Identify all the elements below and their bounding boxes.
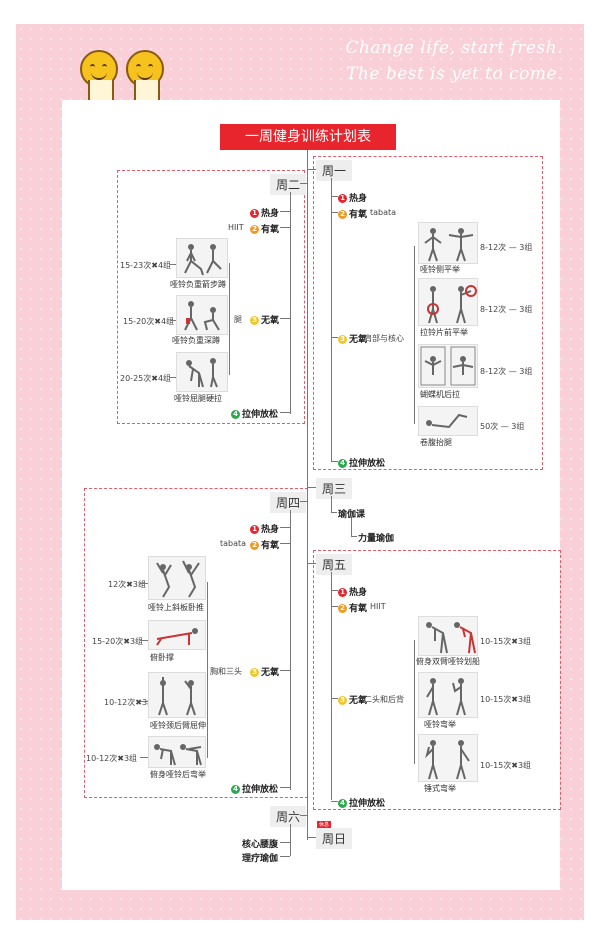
day-label-sat: 周六	[270, 806, 307, 827]
friday-box	[313, 550, 561, 810]
mon-cardio-detail: tabata	[370, 208, 397, 217]
thu-ex1-name: 哑铃上斜板卧推	[148, 603, 204, 612]
fri-ex2-sets: 10-15次✖3组	[480, 695, 532, 704]
thu-ex1-sets: 12次✖3组	[108, 580, 146, 589]
bent-over-kickback-image	[148, 736, 206, 768]
fri-strength-detail: 二头和后背	[364, 695, 404, 704]
fri-ex1-sets: 10-15次✖3组	[480, 637, 532, 646]
overhead-extension-image	[148, 672, 206, 718]
dumbbell-curl-image	[418, 672, 478, 718]
tue-cardio-detail: HIIT	[228, 223, 244, 232]
tue-ex3-sets: 20-25次✖4组	[120, 374, 172, 383]
push-up-image	[148, 620, 206, 650]
thu-ex2-name: 俯卧撑	[150, 653, 174, 662]
fri-ex2-name: 哑铃弯举	[424, 720, 456, 729]
lateral-raise-image	[418, 222, 478, 264]
stiff-leg-deadlift-image	[176, 352, 228, 392]
tue-ex3-name: 哑铃屈腿硬拉	[174, 394, 222, 403]
slogan-line-1: Change life, start fresh.	[345, 38, 563, 58]
mon-strength-detail: 肩部与核心	[364, 334, 404, 343]
page-title: 一周健身训练计划表	[220, 124, 396, 150]
sat-item-1: 核心腰腹	[242, 840, 279, 850]
reverse-fly-machine-image	[418, 344, 478, 388]
mon-ex3-name: 蝴蝶机后拉	[420, 390, 460, 399]
wed-item-2: 力量瑜伽	[358, 534, 395, 544]
mon-ex4-sets: 50次 — 3组	[480, 422, 525, 431]
fri-ex1-name: 俯身双臂哑铃划船	[416, 657, 480, 666]
sat-item-2: 理疗瑜伽	[242, 854, 279, 864]
thu-ex4-name: 俯身哑铃后弯举	[150, 770, 206, 779]
mon-ex2-name: 拉铃片前平举	[420, 328, 468, 337]
mon-ex3-sets: 8-12次 — 3组	[480, 367, 533, 376]
thu-ex3-name: 哑铃颈后臂屈伸	[150, 721, 206, 730]
squat-exercise-image	[176, 295, 228, 335]
slogan-line-2: The best is yet to come.	[346, 64, 563, 84]
fri-ex3-sets: 10-15次✖3组	[480, 761, 532, 770]
day-label-sun: 周日	[316, 828, 353, 849]
tue-ex1-name: 哑铃负重箭步蹲	[170, 280, 226, 289]
crunch-leg-raise-image	[418, 406, 478, 436]
day-label-fri: 周五	[316, 554, 353, 575]
central-spine	[307, 150, 308, 840]
tue-ex1-sets: 15-23次✖4组	[120, 261, 172, 270]
tue-ex2-sets: 15-20次✖4组	[123, 317, 175, 326]
tue-ex2-name: 哑铃负重深蹲	[172, 336, 220, 345]
thu-ex4-sets: 10-12次✖3组	[86, 754, 138, 763]
day-label-mon: 周一	[316, 160, 353, 181]
lunge-exercise-image	[176, 238, 228, 278]
thu-ex2-sets: 15-20次✖3组	[92, 637, 144, 646]
tue-strength-detail: 腿	[234, 315, 242, 324]
front-raise-image	[418, 278, 478, 326]
thu-strength-detail: 胸和三头	[210, 667, 242, 676]
bent-over-row-image	[418, 616, 478, 656]
mon-ex1-name: 哑铃侧平举	[420, 265, 460, 274]
day-label-thu: 周四	[270, 492, 307, 513]
mon-ex4-name: 卷腹抬腿	[420, 438, 452, 447]
mon-ex2-sets: 8-12次 — 3组	[480, 305, 533, 314]
mon-ex1-sets: 8-12次 — 3组	[480, 243, 533, 252]
thu-cardio-detail: tabata	[220, 539, 247, 548]
hammer-curl-image	[418, 734, 478, 782]
day-label-tue: 周二	[270, 174, 307, 195]
incline-press-image	[148, 556, 206, 600]
tuesday-box	[117, 170, 305, 424]
rest-badge: 休息	[317, 821, 332, 828]
fri-ex3-name: 锤式弯举	[424, 784, 456, 793]
wed-item-1: 瑜伽课	[338, 510, 366, 520]
fri-cardio-detail: HIIT	[370, 602, 386, 611]
day-label-wed: 周三	[316, 478, 353, 499]
monday-box	[313, 156, 543, 470]
thu-ex3-sets: 10-12次✖3组	[104, 698, 156, 707]
